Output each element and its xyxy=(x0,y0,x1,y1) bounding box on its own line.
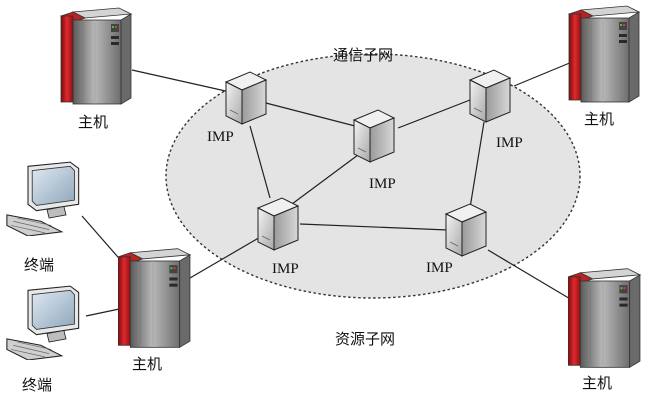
terminal-label: 终端 xyxy=(24,256,54,274)
network-links xyxy=(81,61,573,317)
resource-subnet-label: 资源子网 xyxy=(335,330,395,348)
imp-node-1: IMP xyxy=(207,71,267,145)
host-label: 主机 xyxy=(78,113,108,131)
link-imp3-imp5 xyxy=(469,121,485,209)
communication-subnet-label: 通信子网 xyxy=(333,46,393,64)
host-bottom-right: 主机 xyxy=(568,268,641,392)
link-terminal2-host3 xyxy=(85,307,125,317)
imp-node-4: IMP xyxy=(257,197,299,277)
imp-node-3: IMP xyxy=(469,69,523,151)
link-imp2-imp4 xyxy=(291,151,363,205)
host-label: 主机 xyxy=(582,374,612,392)
terminal-lower: 终端 xyxy=(6,285,80,394)
link-imp2-imp3 xyxy=(397,99,471,129)
host-label: 主机 xyxy=(584,110,614,128)
link-host1-imp1 xyxy=(131,69,231,93)
terminal-label: 终端 xyxy=(22,376,52,394)
link-imp3-host2 xyxy=(513,61,573,87)
host-label: 主机 xyxy=(132,355,162,373)
host-top-right: 主机 xyxy=(568,5,640,128)
imp-label: IMP xyxy=(272,261,299,277)
link-imp5-host4 xyxy=(487,249,573,301)
imp-node-5: IMP xyxy=(426,203,487,276)
imp-label: IMP xyxy=(426,260,453,276)
link-imp4-imp5 xyxy=(299,223,449,231)
terminal-upper: 终端 xyxy=(6,161,80,274)
link-terminal1-host3 xyxy=(81,215,125,265)
imp-label: IMP xyxy=(496,135,523,151)
link-imp1-imp4 xyxy=(249,125,271,199)
imp-label: IMP xyxy=(207,129,234,145)
host-middle-left: 主机 xyxy=(118,248,191,373)
link-imp1-imp2 xyxy=(261,101,356,127)
link-imp4-host3 xyxy=(189,235,263,279)
imp-node-2: IMP xyxy=(353,109,396,192)
imp-label: IMP xyxy=(369,176,396,192)
host-top-left: 主机 xyxy=(60,7,132,131)
